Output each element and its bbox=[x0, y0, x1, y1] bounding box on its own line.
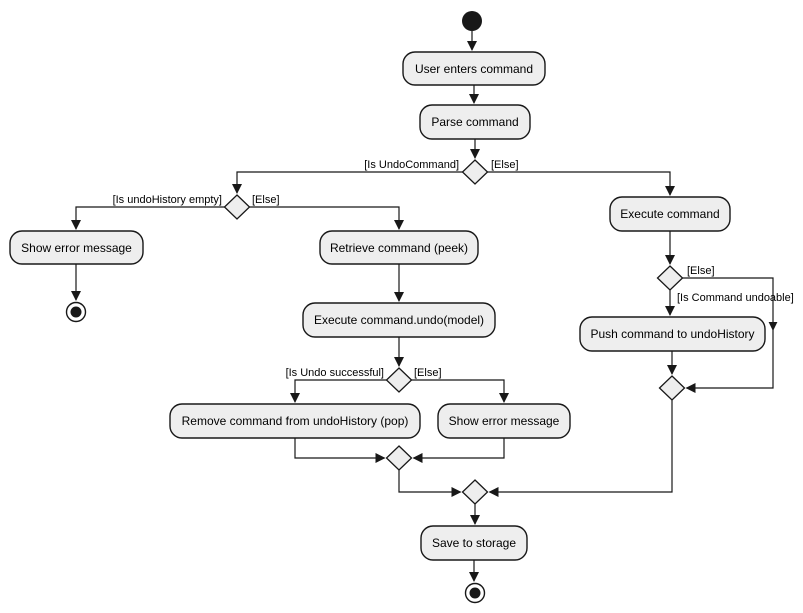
guard-else-left: [Else] bbox=[252, 194, 280, 206]
edge-decision-undo-successful-to-remove-command bbox=[289, 379, 387, 404]
edge-decision-undohistory-to-show-error-left bbox=[70, 206, 225, 231]
decision-is-command-undoable bbox=[656, 265, 684, 291]
activity-box bbox=[402, 51, 546, 86]
guard-else-right: [Else] bbox=[687, 265, 715, 277]
mid-arrowhead-bypass bbox=[768, 322, 778, 331]
activity-box bbox=[169, 403, 421, 439]
guard-else-mid: [Else] bbox=[414, 367, 442, 379]
end-node-inner-dot bbox=[469, 587, 481, 599]
edge-merge-c-to-merge-b bbox=[488, 400, 673, 498]
merge-diamond-b bbox=[461, 479, 489, 505]
start-node bbox=[462, 11, 482, 31]
activity-execute-command-undo: Execute command.undo(model) bbox=[302, 302, 496, 338]
activity-user-enters-command: User enters command bbox=[402, 51, 546, 86]
activity-push-command-to-undohistory: Push command to undoHistory bbox=[579, 316, 766, 352]
end-node-left bbox=[65, 301, 87, 323]
edge-decision-undocommand-to-decision-undohistory bbox=[231, 171, 463, 195]
edges bbox=[70, 31, 778, 583]
activity-box bbox=[609, 196, 731, 232]
guard-is-undo-successful: [Is Undo successful] bbox=[286, 367, 384, 379]
activity-label: Save to storage bbox=[432, 536, 516, 550]
activity-label: Show error message bbox=[21, 241, 132, 255]
activity-box bbox=[420, 525, 528, 561]
activity-label: Execute command bbox=[620, 207, 719, 221]
activity-show-error-message-mid: Show error message bbox=[437, 403, 571, 439]
merge-diamond-a bbox=[385, 445, 413, 471]
end-node-bottom bbox=[464, 582, 486, 604]
activity-execute-command: Execute command bbox=[609, 196, 731, 232]
edge-decision-undocommand-to-execute-command bbox=[487, 171, 676, 197]
guard-else-top: [Else] bbox=[491, 159, 519, 171]
end-node-inner-dot bbox=[70, 306, 82, 318]
edge-decision-undoable-else-to-merge-c bbox=[682, 277, 774, 394]
merge-diamond-c bbox=[658, 375, 686, 401]
activity-box bbox=[319, 230, 479, 265]
activity-label: Retrieve command (peek) bbox=[330, 241, 468, 255]
edge-merge-a-to-merge-b bbox=[398, 470, 462, 498]
activity-box bbox=[437, 403, 571, 439]
activity-save-to-storage: Save to storage bbox=[420, 525, 528, 561]
activity-label: Execute command.undo(model) bbox=[314, 313, 484, 327]
activity-label: Push command to undoHistory bbox=[590, 327, 754, 341]
activity-box bbox=[419, 104, 531, 140]
edge-show-error-mid-to-merge-a bbox=[412, 438, 505, 464]
activity-show-error-message-left: Show error message bbox=[9, 230, 144, 265]
activity-box bbox=[302, 302, 496, 338]
edge-remove-command-to-merge-a bbox=[294, 438, 386, 464]
guard-is-undocommand: [Is UndoCommand] bbox=[364, 159, 459, 171]
activity-remove-command-pop: Remove command from undoHistory (pop) bbox=[169, 403, 421, 439]
activity-label: Parse command bbox=[431, 115, 518, 129]
activity-box bbox=[9, 230, 144, 265]
decision-is-undo-successful bbox=[385, 367, 413, 393]
activity-label: User enters command bbox=[415, 62, 533, 76]
decision-is-undocommand bbox=[461, 159, 489, 185]
decision-is-undohistory-empty bbox=[223, 194, 251, 220]
edge-decision-undohistory-to-retrieve-command bbox=[249, 206, 405, 231]
activity-retrieve-command-peek: Retrieve command (peek) bbox=[319, 230, 479, 265]
activity-box bbox=[579, 316, 766, 352]
edge-decision-undo-successful-to-show-error-mid bbox=[411, 379, 510, 404]
activity-parse-command: Parse command bbox=[419, 104, 531, 140]
activity-label: Show error message bbox=[449, 414, 560, 428]
activity-label: Remove command from undoHistory (pop) bbox=[182, 414, 409, 428]
guard-is-command-undoable: [Is Command undoable] bbox=[677, 292, 794, 304]
guard-is-undohistory-empty: [Is undoHistory empty] bbox=[113, 194, 222, 206]
